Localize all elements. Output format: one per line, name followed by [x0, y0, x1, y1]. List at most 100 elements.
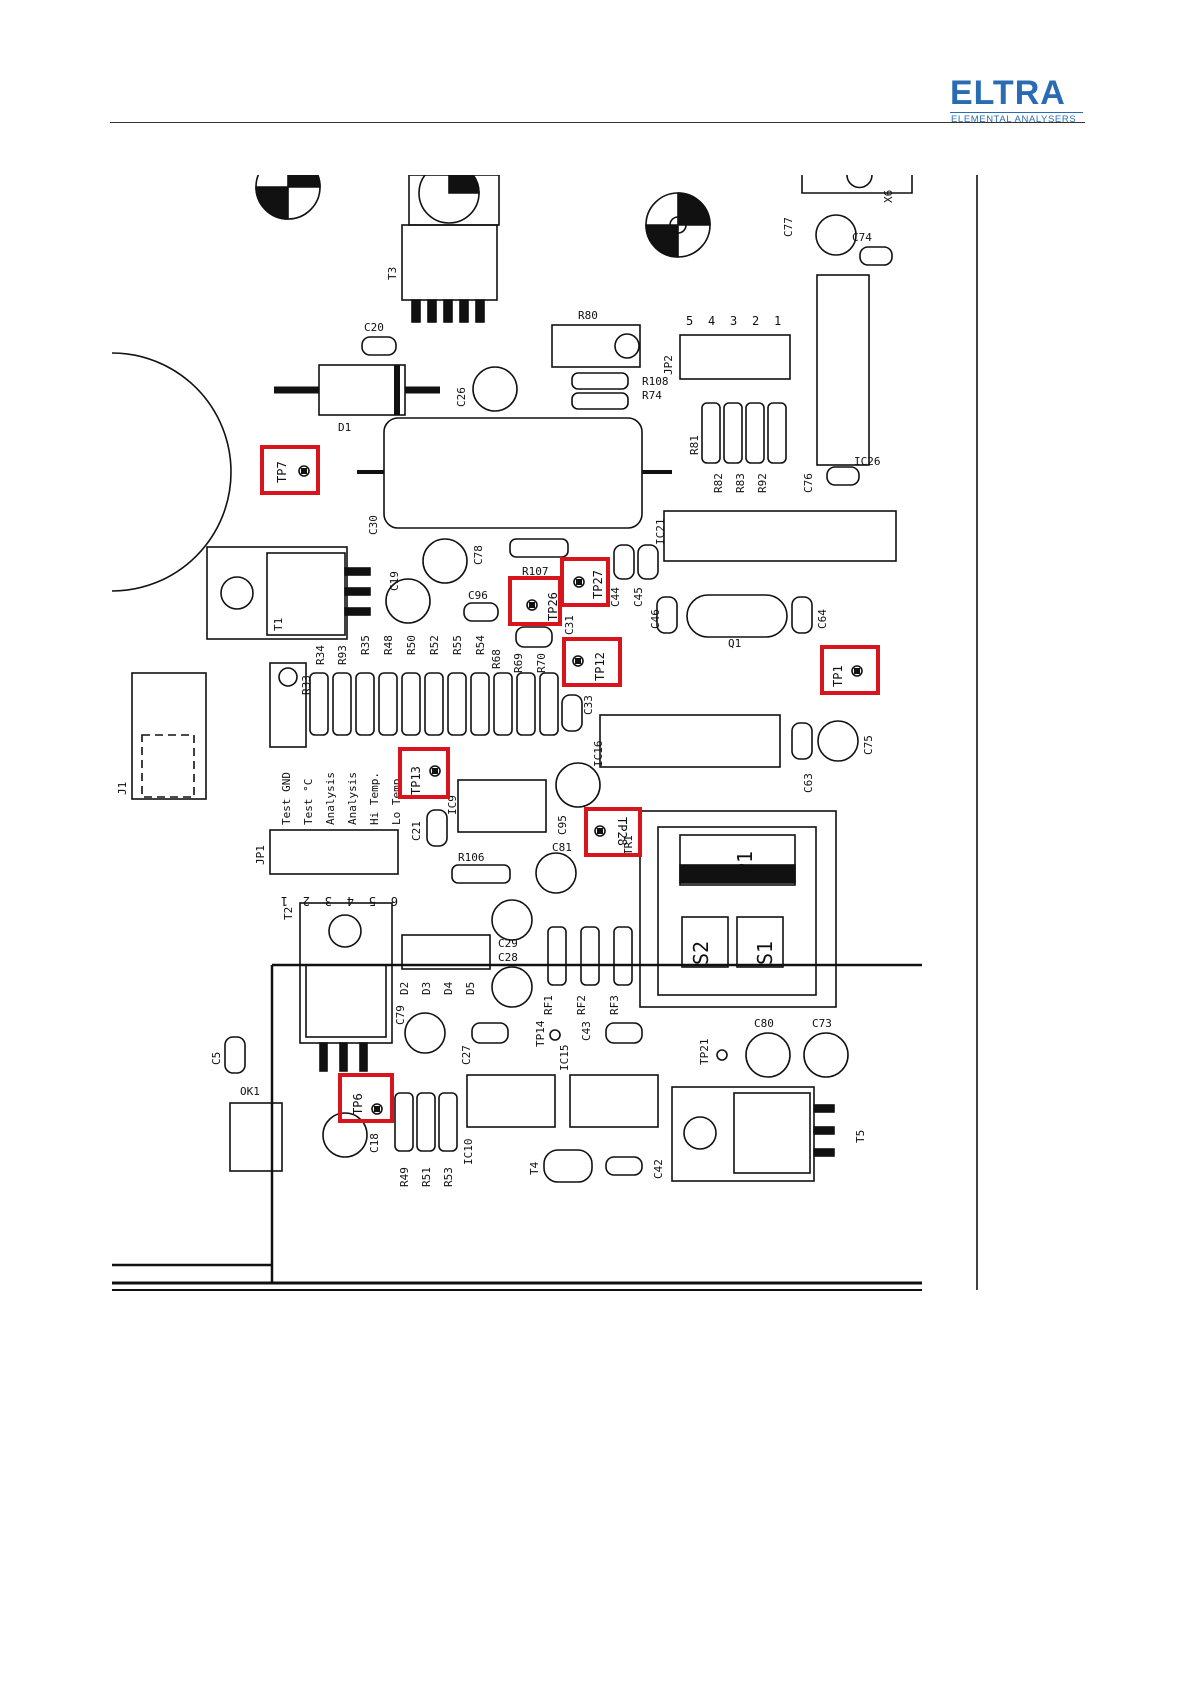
label-r35: R35: [359, 635, 372, 655]
label-c19: C19: [388, 571, 401, 591]
mounting-mark-1: [255, 175, 321, 220]
label-c31: C31: [563, 615, 576, 635]
r82-resistor: [723, 402, 743, 464]
q1-crystal: [686, 594, 788, 638]
rf3-resistor: [613, 926, 633, 986]
label-c45: C45: [632, 587, 645, 607]
jp1-pin-numbers: 1 2 3 4 5 6: [281, 894, 398, 908]
label-t1: T1: [272, 618, 285, 631]
label-x6: X6: [882, 190, 895, 203]
label-c79: C79: [394, 1005, 407, 1025]
label-t3: T3: [386, 267, 399, 280]
label-t4: T4: [528, 1161, 541, 1175]
r106-resistor: [451, 864, 511, 884]
label-r33: R33: [300, 675, 313, 695]
eltra-logo: ELTRA ELEMENTAL ANALYSERS: [950, 76, 1085, 125]
jp1-pin-6: 6: [391, 894, 398, 908]
mounting-mark-2: [645, 192, 711, 258]
label-ic16: IC16: [592, 741, 605, 768]
label-j1: J1: [116, 782, 129, 795]
label-c78: C78: [472, 545, 485, 565]
t3-component: [401, 175, 500, 323]
j1-connector: [131, 672, 207, 800]
jp1-label-test-gnd: Test GND: [280, 772, 293, 825]
label-c64: C64: [816, 609, 829, 629]
r51-resistor: [416, 1092, 436, 1152]
jp2-pin-1: 1: [774, 314, 781, 328]
r107-resistor: [509, 538, 569, 558]
jp1-label-test-temp: Test °C: [302, 779, 315, 825]
tp12-label: TP12: [593, 652, 607, 681]
jp1-label-analysis-2: Analysis: [346, 772, 359, 825]
jp1-pin-2: 2: [303, 894, 310, 908]
label-jp1: JP1: [254, 845, 267, 865]
label-t5: T5: [854, 1130, 867, 1143]
label-p1: P1: [733, 851, 757, 875]
label-s1: S1: [753, 941, 777, 965]
s1-switch: [736, 916, 784, 968]
jp1-labels: Test GND Test °C Analysis Analysis Hi Te…: [280, 772, 403, 825]
label-d5: D5: [464, 982, 477, 995]
tp28-highlight: TP28: [584, 807, 642, 857]
label-c80: C80: [754, 1017, 774, 1030]
label-r83: R83: [734, 473, 747, 493]
highlighted-testpoints: TP7 TP26 TP27 TP12 TP1 TP13: [260, 445, 880, 1123]
c44-cap: [613, 544, 635, 580]
pcb-layout-diagram: X6 C77 C74 T3 C20 R80 JP2 D1 C26 R108 R7…: [112, 175, 978, 1291]
jp2-pin-4: 4: [708, 314, 715, 328]
tp7-label: TP7: [275, 461, 289, 483]
label-c96: C96: [468, 589, 488, 602]
label-r53: R53: [442, 1167, 455, 1187]
label-c75: C75: [862, 735, 875, 755]
label-c73: C73: [812, 1017, 832, 1030]
c42-cap: [605, 1156, 643, 1176]
r81-resistor: [701, 402, 721, 464]
label-ic26: IC26: [854, 455, 881, 468]
label-jp2: JP2: [662, 355, 675, 375]
label-s2: S2: [689, 941, 713, 965]
c63-cap: [791, 722, 813, 760]
diode-array: [401, 934, 491, 970]
c18-cap: [322, 1112, 368, 1158]
c28-cap: [491, 966, 533, 1008]
tp12-highlight: TP12: [562, 637, 622, 687]
x6-connector: [801, 175, 913, 194]
c95-cap: [555, 762, 601, 808]
label-d3: D3: [420, 982, 433, 995]
c27-cap: [471, 1022, 509, 1044]
c45-cap: [637, 544, 659, 580]
c64-cap: [791, 596, 813, 634]
ic15-chip: [569, 1074, 659, 1128]
label-c30: C30: [367, 515, 380, 535]
label-r82: R82: [712, 473, 725, 493]
r49-resistor: [394, 1092, 414, 1152]
label-c43: C43: [580, 1021, 593, 1041]
t2-regulator: [299, 902, 393, 1044]
label-d2: D2: [398, 982, 411, 995]
label-c29: C29: [498, 937, 518, 950]
c79-cap: [404, 1012, 446, 1054]
c74-cap: [859, 246, 893, 266]
s2-switch: [681, 916, 729, 968]
t4-transistor: [543, 1149, 593, 1183]
t5-regulator: [671, 1086, 815, 1182]
label-c77: C77: [782, 217, 795, 237]
jp1-header: [269, 829, 399, 875]
tp27-highlight: TP27: [560, 557, 610, 607]
tp1-highlight: TP1: [820, 645, 880, 695]
c26-cap: [472, 366, 518, 412]
jp1-pin-5: 5: [369, 894, 376, 908]
tp7-highlight: TP7: [260, 445, 320, 495]
r108-resistor: [571, 372, 629, 390]
label-r80: R80: [578, 309, 598, 322]
label-ok1: OK1: [240, 1085, 260, 1098]
label-ic9: IC9: [446, 795, 459, 815]
c81-cap: [535, 852, 577, 894]
label-r48: R48: [382, 635, 395, 655]
rf2-resistor: [580, 926, 600, 986]
tp14-pad: [549, 1029, 561, 1041]
label-ic21: IC21: [654, 519, 667, 546]
resistor-bank: [309, 672, 559, 736]
label-r106: R106: [458, 851, 485, 864]
tp13-label: TP13: [409, 766, 423, 795]
